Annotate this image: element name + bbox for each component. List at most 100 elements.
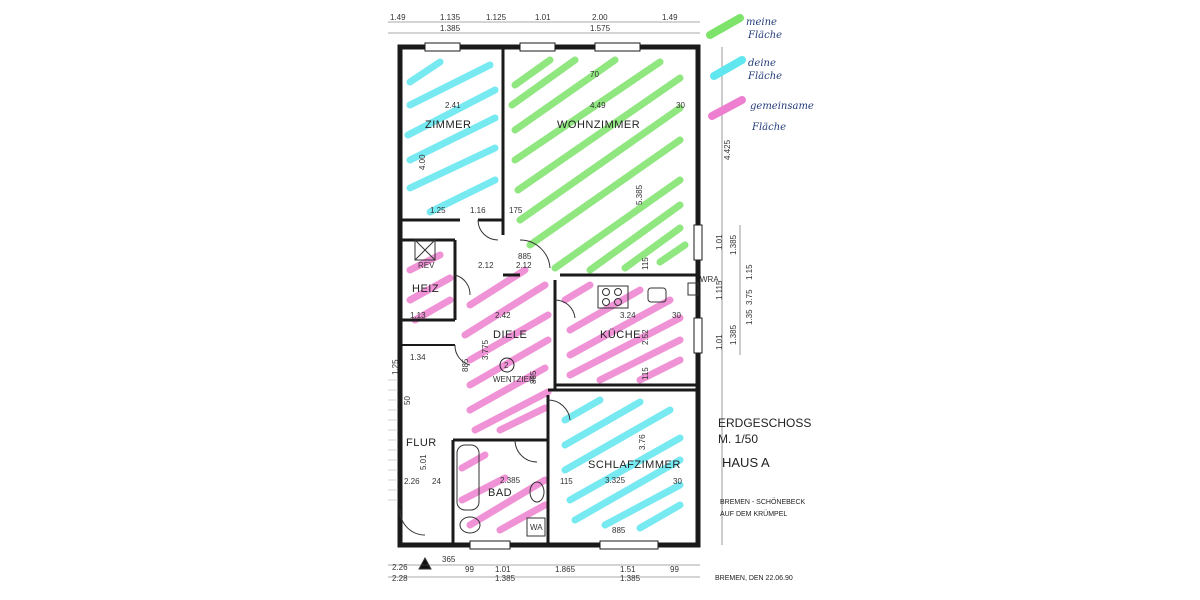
dim-right-1: 4.425 <box>723 139 732 160</box>
dim-right-4: 1.15 <box>745 264 754 280</box>
dim-right-2: 1.01 <box>715 234 724 250</box>
legend: meine Fläche deine Fläche gemeinsame Flä… <box>706 14 814 133</box>
doors <box>399 219 576 536</box>
unit-marker-number: 2 <box>504 361 509 370</box>
dim-bottom2-2: 1.385 <box>495 574 516 583</box>
dim-flur-width: 2.26 <box>404 477 420 486</box>
dim-bottom2-1: 2.28 <box>392 574 408 583</box>
kitchen-sink <box>647 287 667 303</box>
room-label-bad: BAD <box>488 487 512 499</box>
bathtub <box>456 444 480 511</box>
dim-flur-height: 5.01 <box>419 454 428 470</box>
legend-swatch-cyan <box>710 56 746 80</box>
heater-box <box>414 239 436 261</box>
dim-right-9: 1.35 <box>745 309 754 325</box>
dim-right-3: 1.385 <box>729 234 738 255</box>
dim-right-6: 1.115 <box>715 280 724 300</box>
dim-misc-15: 1.25 <box>391 359 400 375</box>
title-house: HAUS A <box>722 455 770 470</box>
dim-right-7: 1.01 <box>715 334 724 350</box>
title-floor: ERDGESCHOSS <box>718 416 811 430</box>
dim-misc-8: 30 <box>676 101 685 110</box>
dim-bottom-3: 99 <box>465 565 474 574</box>
dim-kueche-height: 2.52 <box>641 329 650 345</box>
legend-label-gemeinsame: gemeinsame <box>750 101 814 112</box>
dim-misc-3: 2.12 <box>516 261 532 270</box>
unit-marker-circle <box>499 357 515 373</box>
room-label-flur: FLUR <box>406 437 437 449</box>
dim-zimmer-width: 2.41 <box>445 101 461 110</box>
dim-misc-13: 1.34 <box>410 353 426 362</box>
dim-top-2: 1.135 <box>440 13 461 22</box>
dim-top-6: 1.49 <box>662 13 678 22</box>
title-date: BREMEN, DEN 22.06.90 <box>715 575 793 582</box>
dim-top-3: 1.125 <box>486 13 507 22</box>
room-dimensions: 2.41 4.00 4.49 5.385 70 3.24 2.52 2.42 3… <box>404 70 650 486</box>
dim-top-1: 1.49 <box>390 13 406 22</box>
dim-misc-11: 115 <box>641 367 650 380</box>
dim-misc-19: 30 <box>673 477 682 486</box>
dimension-lines <box>388 21 741 578</box>
hatch-cyan-your-area <box>404 58 684 532</box>
dim-zimmer-height: 4.00 <box>418 154 427 170</box>
dim-wohn-width: 4.49 <box>590 101 606 110</box>
dim-misc-4: 885 <box>461 358 470 372</box>
dim-bottom2-3: 1.385 <box>620 574 641 583</box>
dim-bottom-5: 1.865 <box>555 565 576 574</box>
dim-misc-9: 115 <box>641 257 650 270</box>
dim-diele-width: 2.42 <box>495 311 511 320</box>
washbasin <box>529 481 545 503</box>
legend-label-deine-2: Fläche <box>747 71 782 82</box>
title-scale: M. 1/50 <box>718 432 758 446</box>
legend-label-meine: meine <box>746 17 777 28</box>
dim-top-5: 2.00 <box>592 13 608 22</box>
dim-bottom-1: 2.26 <box>392 563 408 572</box>
dim-schlaf-width: 3.325 <box>605 476 626 485</box>
dim-misc-12: 885 <box>612 526 626 535</box>
dim-misc-7: 175 <box>509 206 523 215</box>
room-label-kueche: KÜCHE <box>600 329 641 341</box>
dim-bottom-4: 1.01 <box>495 565 511 574</box>
room-label-wohnzimmer: WOHNZIMMER <box>557 119 640 131</box>
label-rev: REV <box>418 261 435 270</box>
legend-swatch-pink <box>708 96 746 120</box>
room-label-wentzien: WENTZIEN <box>493 375 535 384</box>
dim-schlaf-height: 3.76 <box>638 434 647 450</box>
right-dimensions: 4.425 1.01 1.385 1.15 3.75 1.115 1.01 1.… <box>715 139 754 350</box>
dim-kueche-width: 3.24 <box>620 311 636 320</box>
title-block: ERDGESCHOSS M. 1/50 HAUS A BREMEN - SCHÖ… <box>715 416 811 582</box>
dim-misc-14: 1.13 <box>410 311 426 320</box>
room-label-schlafzimmer: SCHLAFZIMMER <box>588 459 681 471</box>
dim-misc-1: 885 <box>518 252 532 261</box>
legend-label-gemeinsame-2: Fläche <box>751 122 786 133</box>
dim-misc-20: 885 <box>529 370 538 384</box>
dim-misc-2: 2.12 <box>478 261 494 270</box>
dim-top-4: 1.01 <box>535 13 551 22</box>
legend-label-meine-2: Fläche <box>747 30 782 41</box>
misc-dimensions: 885 2.12 2.12 885 1.25 1.16 175 30 115 3… <box>391 101 685 535</box>
room-label-heiz: HEIZ <box>412 283 439 295</box>
hatch-green-my-area <box>508 56 689 274</box>
stove <box>597 285 629 309</box>
dim-misc-18: 115 <box>560 477 573 486</box>
dim-top2-2: 1.575 <box>590 24 611 33</box>
dim-wohn-top: 70 <box>590 70 599 79</box>
label-wra: WRA <box>700 275 719 284</box>
room-label-diele: DIELE <box>493 329 527 341</box>
dim-wohn-height: 5.385 <box>635 184 644 205</box>
dim-misc-16: 50 <box>403 396 412 405</box>
dim-bottom-6: 1.51 <box>620 565 636 574</box>
stair-lines <box>388 379 398 501</box>
dim-misc-5: 1.25 <box>430 206 446 215</box>
title-street: AUF DEM KRÜMPEL <box>720 510 787 518</box>
label-wa: WA <box>530 523 543 532</box>
dim-misc-10: 30 <box>672 311 681 320</box>
dim-diele-height: 3.775 <box>481 339 490 360</box>
room-labels: ZIMMER WOHNZIMMER HEIZ DIELE KÜCHE FLUR … <box>406 119 719 532</box>
room-label-zimmer: ZIMMER <box>425 119 471 131</box>
dim-right-5: 3.75 <box>745 289 754 305</box>
washing-machine-box <box>526 517 546 537</box>
dim-top2-1: 1.385 <box>440 24 461 33</box>
dim-bottom-7: 99 <box>670 565 679 574</box>
